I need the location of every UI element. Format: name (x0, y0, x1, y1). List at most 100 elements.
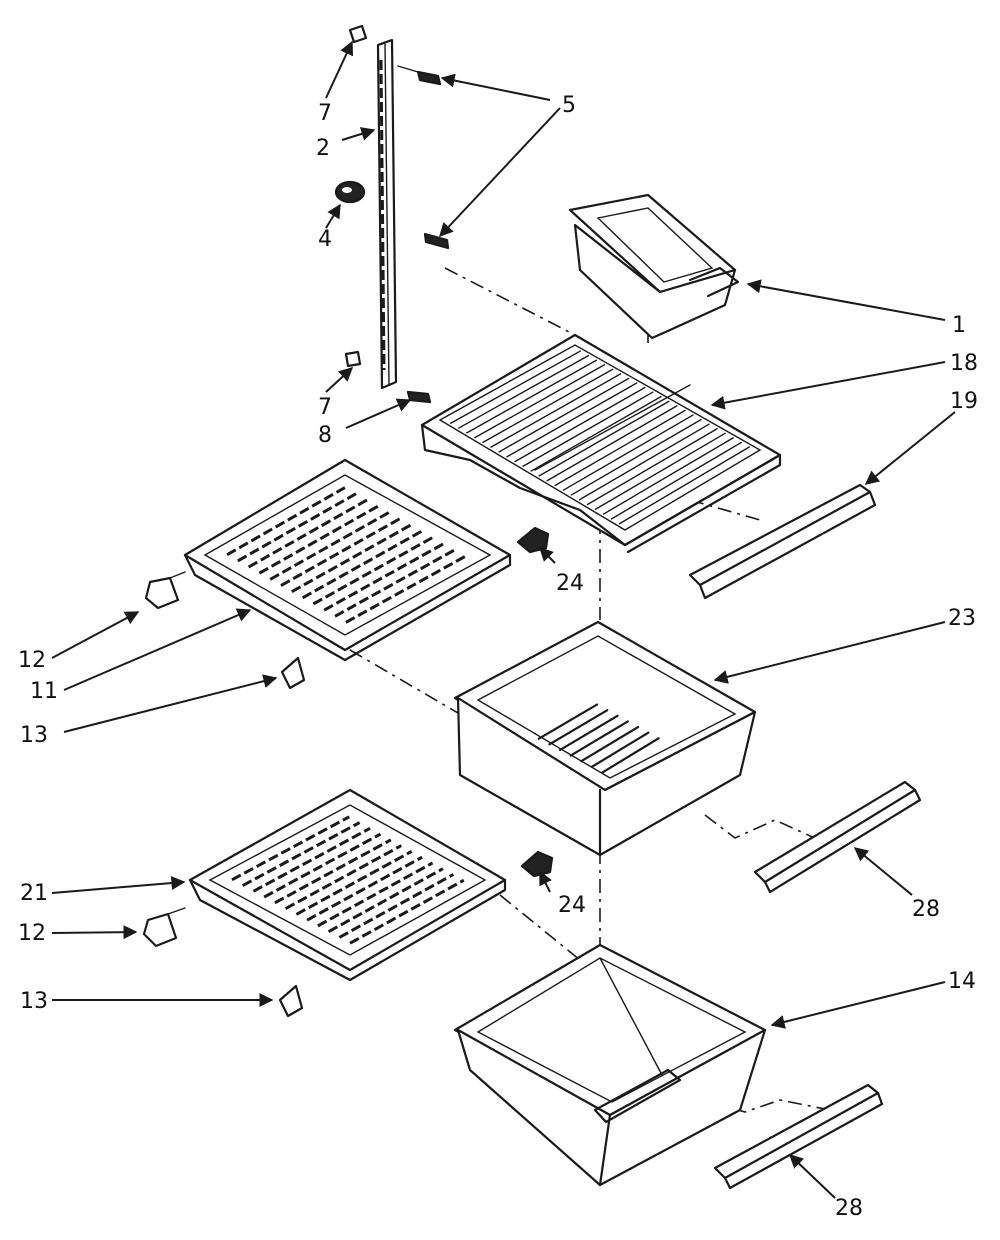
part-8-screw (406, 390, 432, 404)
rib-line (601, 737, 660, 774)
callout-19: 19 (950, 389, 978, 414)
rib-line (345, 553, 469, 624)
callout-2: 2 (316, 136, 330, 161)
callout-24-upper: 24 (556, 571, 584, 596)
rib-line (317, 861, 434, 928)
callout-18: 18 (950, 351, 978, 376)
rib-line (237, 492, 357, 563)
callout-8: 8 (318, 423, 332, 448)
part-7-cap-bottom (344, 350, 362, 368)
rib-line (226, 486, 346, 557)
callout-5: 5 (562, 93, 576, 118)
rib-line (284, 844, 403, 910)
rib-line (602, 437, 734, 515)
part-4-plug (334, 180, 366, 204)
part-24-stud-lower (520, 850, 554, 878)
rib-line (610, 441, 742, 520)
rib-line (578, 423, 710, 501)
callout-14: 14 (948, 969, 976, 994)
callout-7-bottom: 7 (318, 395, 332, 420)
callout-21: 21 (20, 881, 48, 906)
callout-13-lower: 13 (20, 989, 48, 1014)
part-18-wire-shelf (420, 333, 782, 554)
shelf-18-wires (450, 350, 750, 525)
rib-line (327, 867, 444, 934)
rib-line (482, 368, 614, 444)
callout-4: 4 (318, 227, 332, 252)
rib-line (269, 510, 391, 581)
rib-line (537, 703, 599, 740)
callout-28-lower: 28 (835, 1196, 863, 1221)
callout-23: 23 (948, 606, 976, 631)
rib-line (450, 350, 582, 424)
callout-7-top: 7 (318, 101, 332, 126)
rib-line (558, 714, 619, 752)
rib-line (546, 405, 678, 482)
rib-line (570, 418, 702, 496)
rib-line (522, 391, 654, 467)
rib-line (306, 855, 423, 922)
rib-line (530, 396, 662, 472)
shelf-21-ribs (231, 815, 465, 945)
rib-line (466, 359, 598, 434)
rib-line (554, 409, 686, 487)
rib-line (323, 541, 446, 612)
rib-line (334, 547, 457, 618)
rib-line (569, 720, 629, 757)
rib-line (498, 377, 630, 453)
rib-line (562, 414, 694, 491)
rib-line (490, 373, 622, 448)
callout-11: 11 (30, 679, 58, 704)
part-12-bracket-upper (144, 571, 186, 610)
part-5-screw-lower (423, 232, 450, 250)
part-19-trim-strip (688, 483, 877, 600)
callout-28-upper: 28 (912, 897, 940, 922)
rib-line (252, 826, 371, 893)
rib-line (548, 709, 609, 746)
part-13-clip-upper (280, 656, 306, 690)
part-28-trim-upper (753, 780, 922, 894)
rib-line (594, 432, 726, 510)
callout-labels: 7 2 4 5 7 8 1 18 19 24 12 11 13 23 24 28… (18, 93, 978, 1221)
rib-line (274, 838, 392, 905)
rib-line (538, 400, 670, 477)
rib-line (295, 850, 413, 916)
rib-line (247, 498, 368, 569)
callout-12-lower: 12 (18, 921, 46, 946)
part-23-crisper-drawer (453, 620, 757, 857)
part-11-glass-shelf (183, 458, 512, 662)
part-1-dairy-bin (568, 193, 740, 340)
callout-1: 1 (952, 313, 966, 338)
rib-line (514, 386, 646, 463)
rib-line (280, 517, 402, 587)
rib-line (590, 731, 650, 768)
callout-12-upper: 12 (18, 648, 46, 673)
part-24-stud-upper (516, 526, 550, 554)
drawer-23-ribs (537, 703, 660, 774)
rib-line (231, 815, 350, 882)
rib-line (618, 446, 750, 525)
shelf-11-ribs (226, 486, 469, 624)
rib-line (458, 354, 590, 429)
rib-line (506, 382, 638, 458)
rib-line (258, 504, 380, 575)
rib-line (586, 428, 718, 506)
rib-line (474, 364, 606, 439)
rib-line (580, 725, 640, 763)
part-2-shelf-rail (376, 38, 398, 390)
callout-24-lower: 24 (558, 893, 586, 918)
leader-lines (51, 40, 956, 1199)
part-28-trim-lower (713, 1083, 884, 1190)
callout-13-upper: 13 (20, 723, 48, 748)
part-12-bracket-lower (142, 907, 186, 948)
part-13-clip-lower (278, 984, 304, 1018)
rib-line (312, 535, 435, 606)
part-7-cap-top (348, 24, 368, 44)
part-5-screw-upper (397, 65, 442, 86)
rib-line (349, 878, 465, 945)
rib-line (338, 873, 455, 939)
rib-line (301, 529, 424, 600)
part-21-glass-shelf (188, 788, 507, 982)
rib-line (241, 821, 361, 887)
